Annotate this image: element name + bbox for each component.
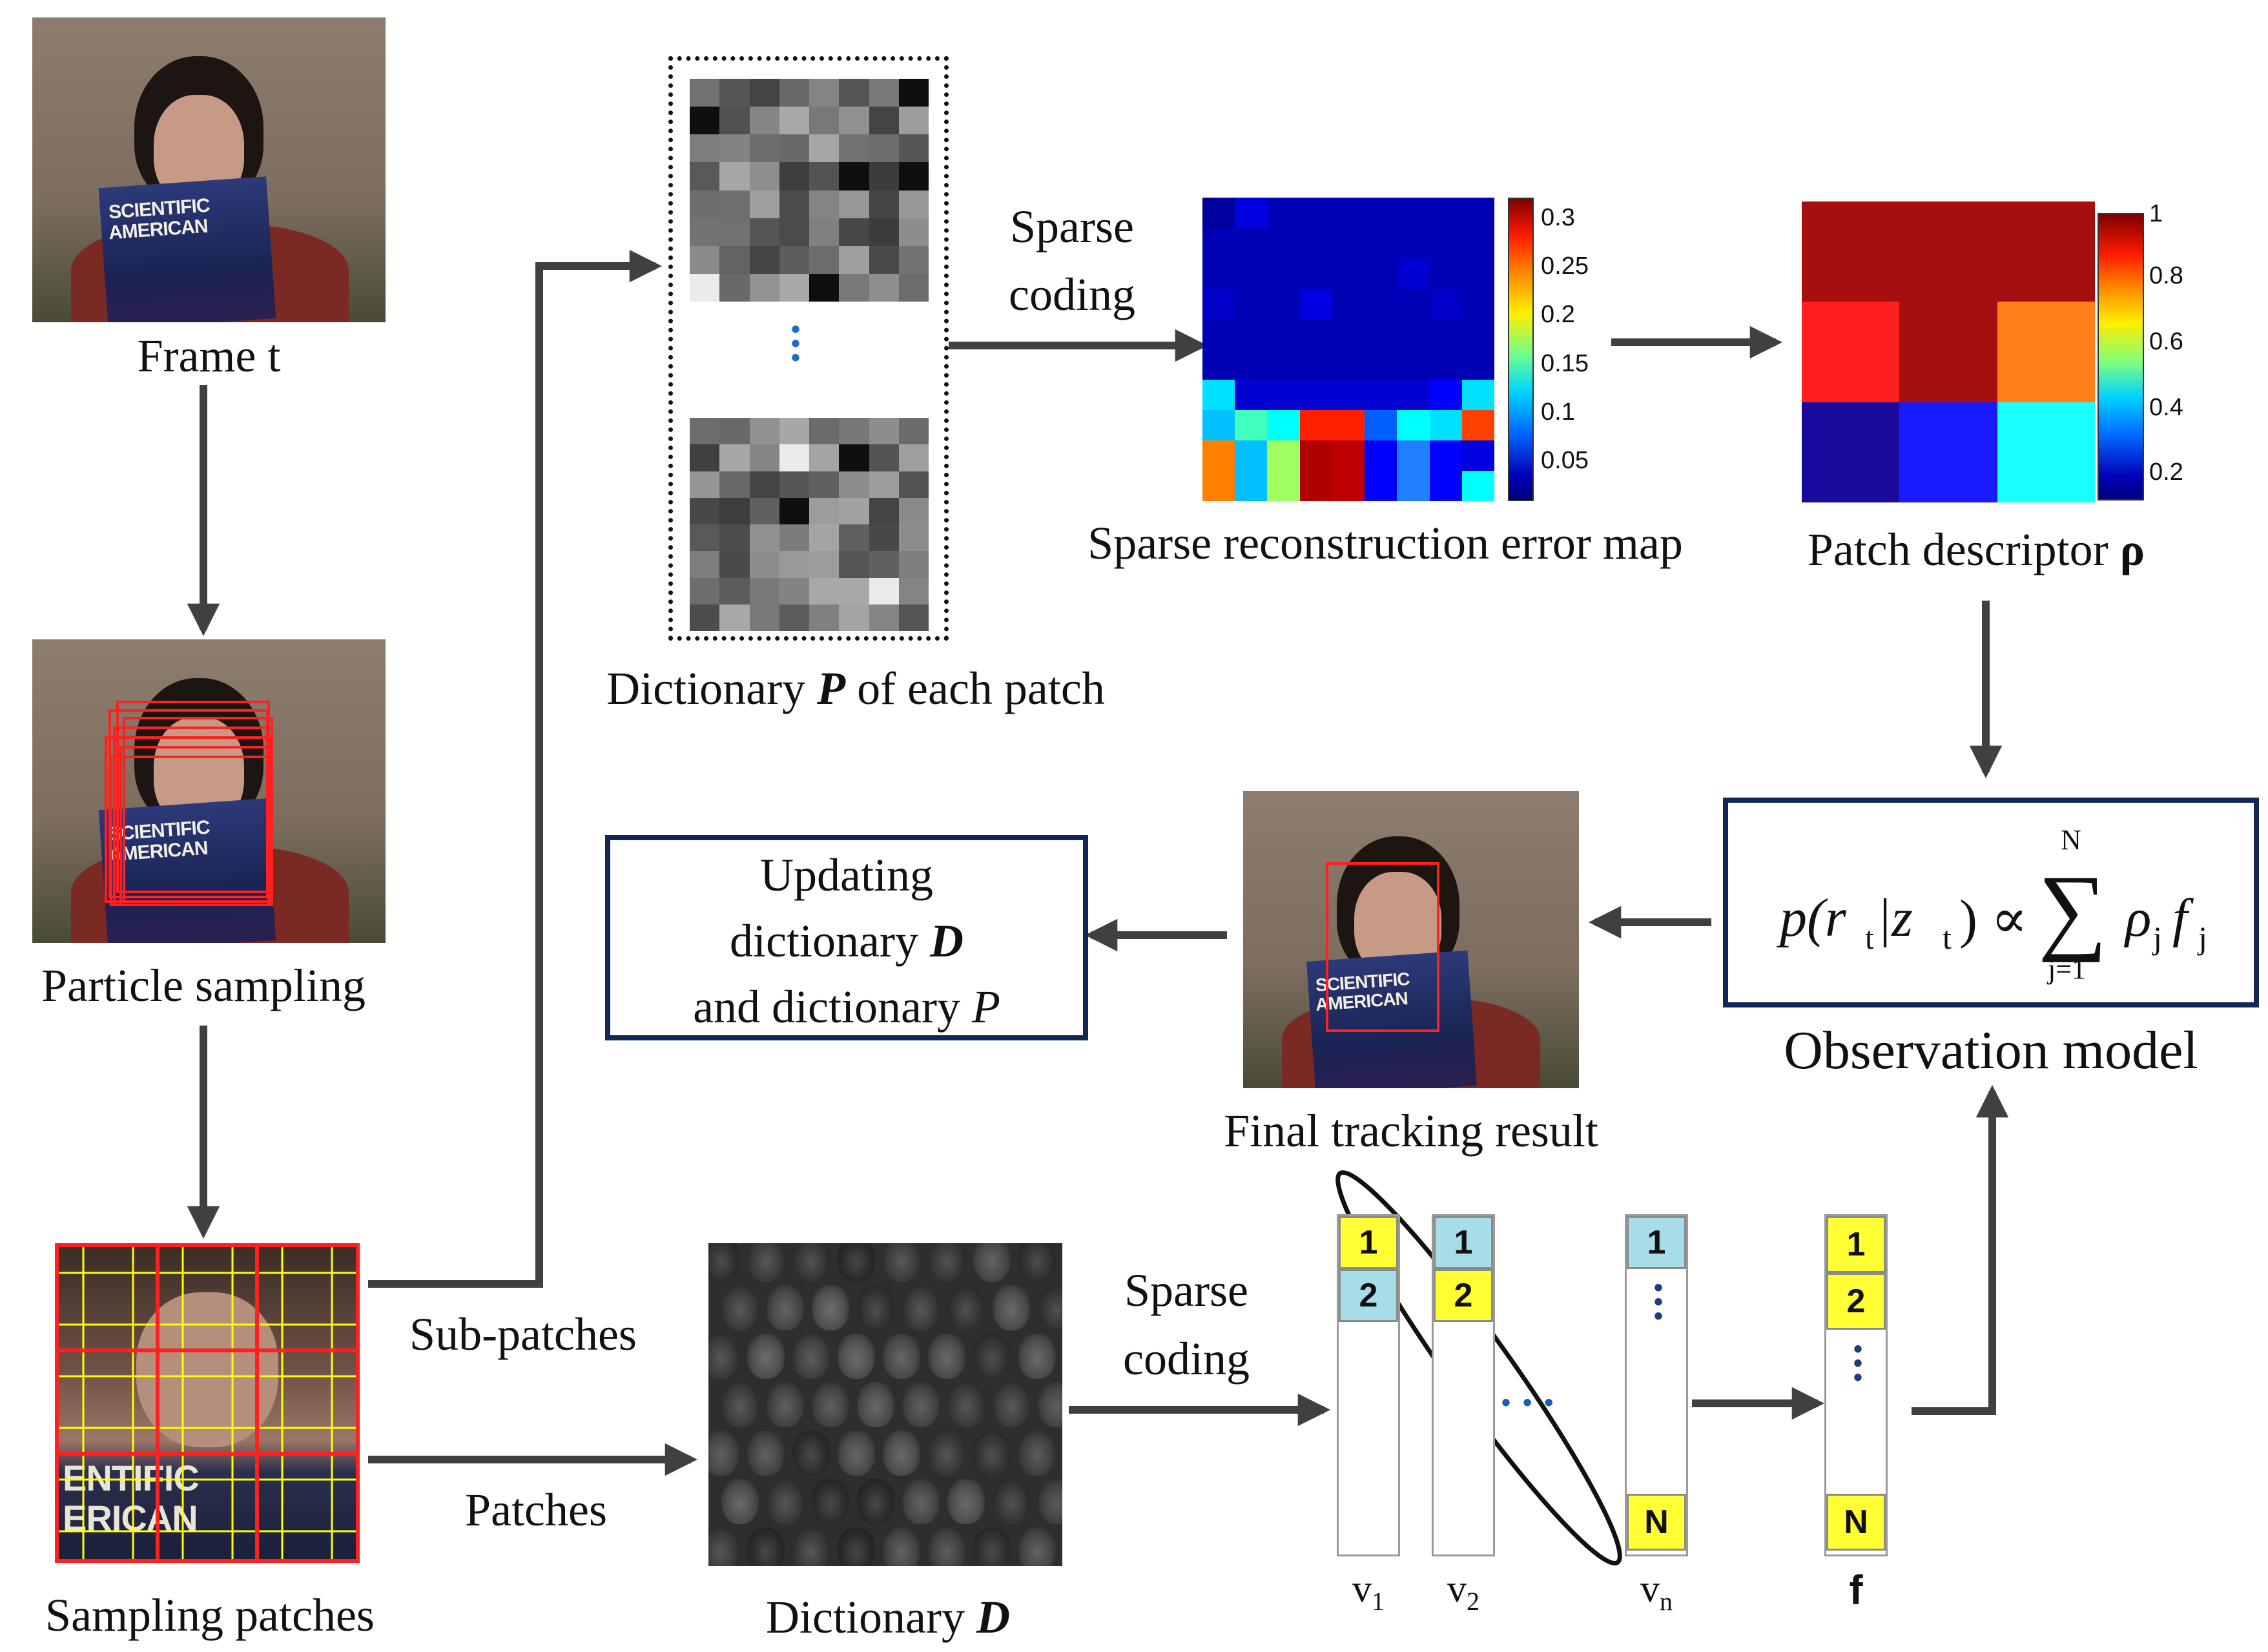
dictionary-p-atoms-bottom	[690, 418, 929, 631]
frame-t-label: Frame t	[137, 330, 281, 382]
dictionary-p-symbol: P	[817, 663, 846, 714]
vector-v1: 1 2	[1337, 1214, 1400, 1556]
colorbar-tick-label: 0.2	[1541, 301, 1575, 328]
v1-label: v1	[1352, 1567, 1385, 1616]
arrow-f-to-observation	[1912, 1084, 2009, 1415]
v2-label: v2	[1447, 1567, 1479, 1616]
sub-patches-label: Sub-patches	[409, 1308, 637, 1360]
patch-text: ERICAN	[63, 1498, 198, 1538]
vertical-ellipsis-icon: •••	[1653, 1274, 1663, 1330]
sparse-coding-top-label: Sparse	[1010, 201, 1134, 253]
vector-vn: 1 ••• N	[1625, 1214, 1688, 1556]
sampling-patches-label: Sampling patches	[45, 1589, 375, 1641]
sparse-coding-top-label: coding	[1009, 269, 1135, 320]
dictionary-p-box: •••	[668, 56, 949, 641]
particle-sampling-label: Particle sampling	[41, 960, 366, 1011]
patch-descriptor-heatmap	[1802, 201, 2095, 502]
f-label: f	[1849, 1567, 1863, 1613]
patch-grid	[59, 1247, 356, 1559]
error-map-label: Sparse reconstruction error map	[1088, 517, 1683, 569]
observation-formula: p(r t |z t ) ∝ N ∑ j=1 ρ j f j	[1780, 824, 2207, 985]
dictionary-p-label: Dictionary P of each patch	[606, 663, 1105, 714]
colorbar-tick-label: 0.4	[2149, 394, 2183, 421]
patch-text: ENTIFIC	[63, 1458, 200, 1498]
observation-model-box: p(r t |z t ) ∝ N ∑ j=1 ρ j f j	[1723, 798, 2259, 1007]
colorbar-tick-label: 1	[2149, 200, 2163, 227]
colorbar-tick-label: 0.6	[2149, 328, 2183, 355]
update-line-1: Updating	[760, 849, 933, 901]
error-map-heatmap	[1202, 198, 1494, 501]
particle-sampling-image: SCIENTIFIC AMERICAN	[32, 639, 386, 943]
feature-vector-f: 1 2 ••• N	[1824, 1214, 1888, 1556]
arrow-subpatches-to-dictionary-p	[368, 249, 663, 1288]
update-line-3: and dictionary P	[693, 981, 1000, 1033]
vector-v2: 1 2	[1432, 1214, 1495, 1556]
colorbar-tick-label: 0.8	[2149, 262, 2183, 289]
colorbar-tick-label: 0.3	[1541, 204, 1575, 231]
sampling-patches-image: ENTIFIC ERICAN	[55, 1243, 360, 1563]
vn-label: vn	[1640, 1567, 1673, 1616]
horizontal-ellipsis-icon: • • •	[1501, 1389, 1556, 1417]
final-result-label: Final tracking result	[1224, 1105, 1598, 1157]
colorbar-tick-label: 0.25	[1541, 253, 1589, 280]
final-result-image: SCIENTIFIC AMERICAN	[1243, 791, 1579, 1088]
colorbar-tick-label: 0.1	[1541, 398, 1575, 426]
dictionary-d-label: Dictionary D	[766, 1591, 1010, 1643]
patches-label: Patches	[465, 1484, 607, 1536]
update-line-2: dictionary D	[730, 915, 964, 967]
sparse-coding-bottom-label: coding	[1123, 1333, 1250, 1385]
vertical-ellipsis-icon: •••	[790, 315, 800, 372]
vertical-ellipsis-icon: •••	[1853, 1335, 1862, 1392]
dictionary-d-image	[708, 1243, 1062, 1566]
colorbar-tick-label: 0.2	[2149, 459, 2183, 486]
observation-model-label: Observation model	[1784, 1020, 2198, 1080]
update-dictionary-box: Updating dictionary D and dictionary P	[605, 835, 1088, 1040]
descriptor-colorbar	[2098, 213, 2144, 501]
dictionary-p-atoms-top	[690, 79, 929, 302]
patch-descriptor-label: Patch descriptor ρ	[1807, 524, 2145, 575]
tracking-box	[1326, 862, 1439, 1032]
rho-symbol: ρ	[2119, 524, 2145, 575]
colorbar-tick-label: 0.15	[1541, 350, 1589, 377]
error-map-colorbar	[1508, 198, 1534, 501]
sparse-coding-bottom-label: Sparse	[1124, 1265, 1248, 1316]
frame-t-image: SCIENTIFIC AMERICAN	[32, 17, 386, 322]
colorbar-tick-label: 0.05	[1541, 447, 1589, 474]
